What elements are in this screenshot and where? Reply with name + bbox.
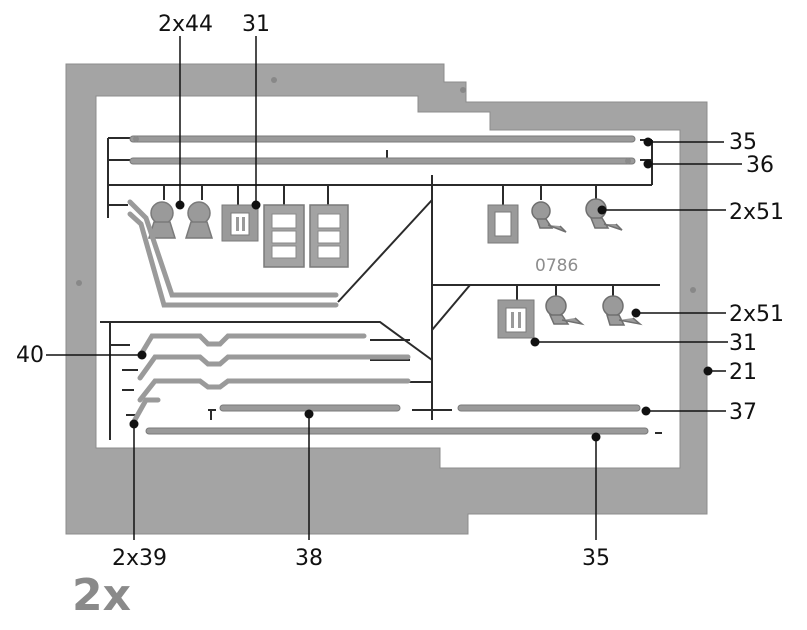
- quantity-label: 2x: [72, 570, 131, 621]
- part-small-frame: [487, 204, 519, 244]
- leader-dots: [129, 137, 713, 442]
- callout-35-top: 35: [729, 130, 757, 155]
- part-31-mid: [497, 299, 535, 339]
- callout-40: 40: [16, 343, 44, 368]
- callout-2x44: 2x44: [158, 12, 214, 37]
- part-rail-35-bottom: [145, 427, 649, 435]
- leader-lines: [46, 36, 742, 540]
- callout-21: 21: [729, 360, 757, 385]
- sprue-frame: [65, 63, 708, 535]
- part-51-lamps: [531, 198, 643, 326]
- callout-38: 38: [295, 546, 323, 571]
- callout-2x51-a: 2x51: [729, 200, 785, 225]
- callout-2x51-b: 2x51: [729, 302, 785, 327]
- part-44-pair: [147, 201, 214, 239]
- part-31-top: [221, 204, 259, 242]
- runner-tree: [100, 137, 662, 440]
- part-bent-rods: [127, 199, 411, 428]
- callout-31-top: 31: [242, 12, 270, 37]
- frame-pin: [76, 280, 82, 286]
- callout-36: 36: [746, 153, 774, 178]
- callout-31-mid: 31: [729, 331, 757, 356]
- sprue-code: 0786: [535, 256, 579, 276]
- frame-pin: [460, 87, 466, 93]
- callout-37: 37: [729, 400, 757, 425]
- callout-35-bottom: 35: [582, 546, 610, 571]
- frame-pin: [690, 287, 696, 293]
- part-rail-37: [457, 404, 641, 412]
- callout-2x39: 2x39: [112, 546, 168, 571]
- frame-pin: [271, 77, 277, 83]
- window-panes: [271, 213, 341, 259]
- part-rail-36: [129, 157, 636, 165]
- part-rail-35-top: [129, 135, 636, 143]
